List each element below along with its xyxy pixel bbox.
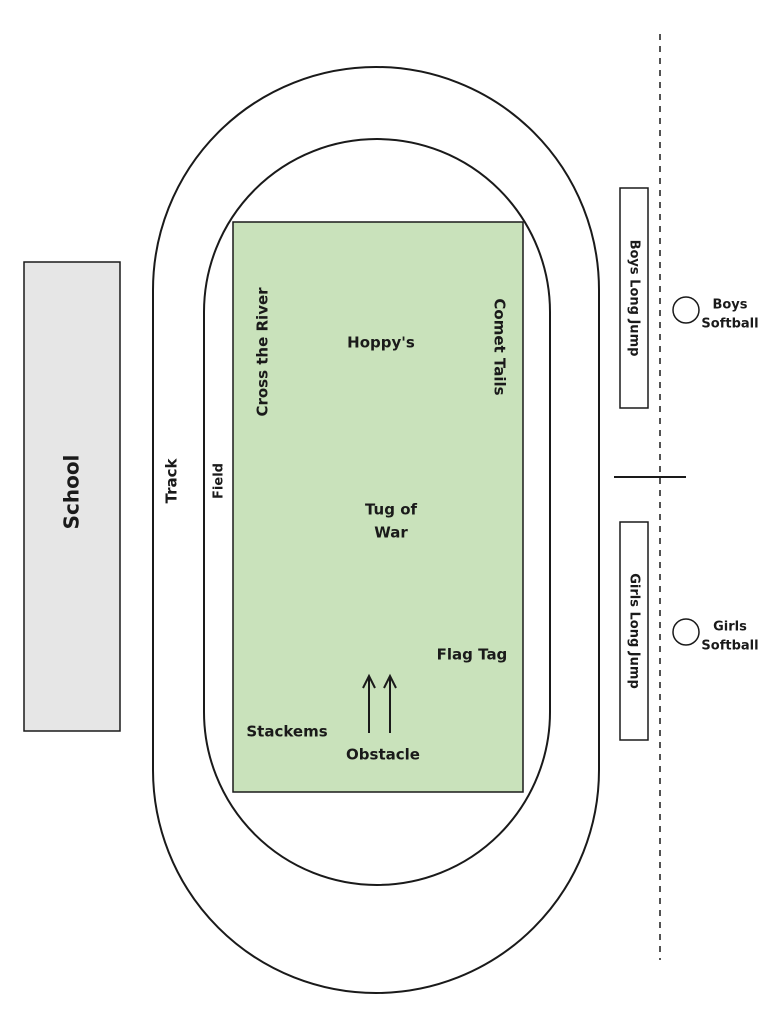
girls-softball-label-line2: Softball bbox=[701, 639, 758, 654]
cross-the-river-label: Cross the River bbox=[254, 287, 272, 417]
field-area bbox=[232, 221, 524, 793]
girls-long-jump-pit bbox=[619, 521, 649, 741]
tug-of-war-label-line2: War bbox=[374, 524, 408, 542]
boys-softball-label-line2: Softball bbox=[701, 317, 758, 332]
hoppys-label: Hoppy's bbox=[347, 334, 415, 352]
comet-tails-label: Comet Tails bbox=[491, 298, 509, 395]
boys-long-jump-pit bbox=[619, 187, 649, 409]
girls-long-jump-label: Girls Long Jump bbox=[627, 573, 642, 689]
track-outer-boundary bbox=[152, 66, 600, 994]
boys-softball-label-line1: Boys bbox=[712, 298, 747, 313]
school-building bbox=[23, 261, 121, 732]
stackems-label: Stackems bbox=[246, 723, 327, 741]
flag-tag-label: Flag Tag bbox=[437, 646, 508, 664]
boys-long-jump-label: Boys Long Jump bbox=[627, 240, 642, 357]
track-label: Track bbox=[163, 457, 181, 503]
girls-softball-label-line1: Girls bbox=[713, 620, 747, 635]
tug-of-war-label-line1: Tug of bbox=[365, 501, 418, 519]
arrow-up-icon bbox=[383, 673, 397, 733]
obstacle-label: Obstacle bbox=[346, 746, 420, 764]
school-label: School bbox=[60, 455, 84, 530]
track-inner-boundary bbox=[203, 138, 551, 886]
circle-icon bbox=[672, 296, 700, 324]
field-label: Field bbox=[212, 463, 227, 499]
circle-icon bbox=[672, 618, 700, 646]
arrow-up-icon bbox=[362, 673, 376, 733]
